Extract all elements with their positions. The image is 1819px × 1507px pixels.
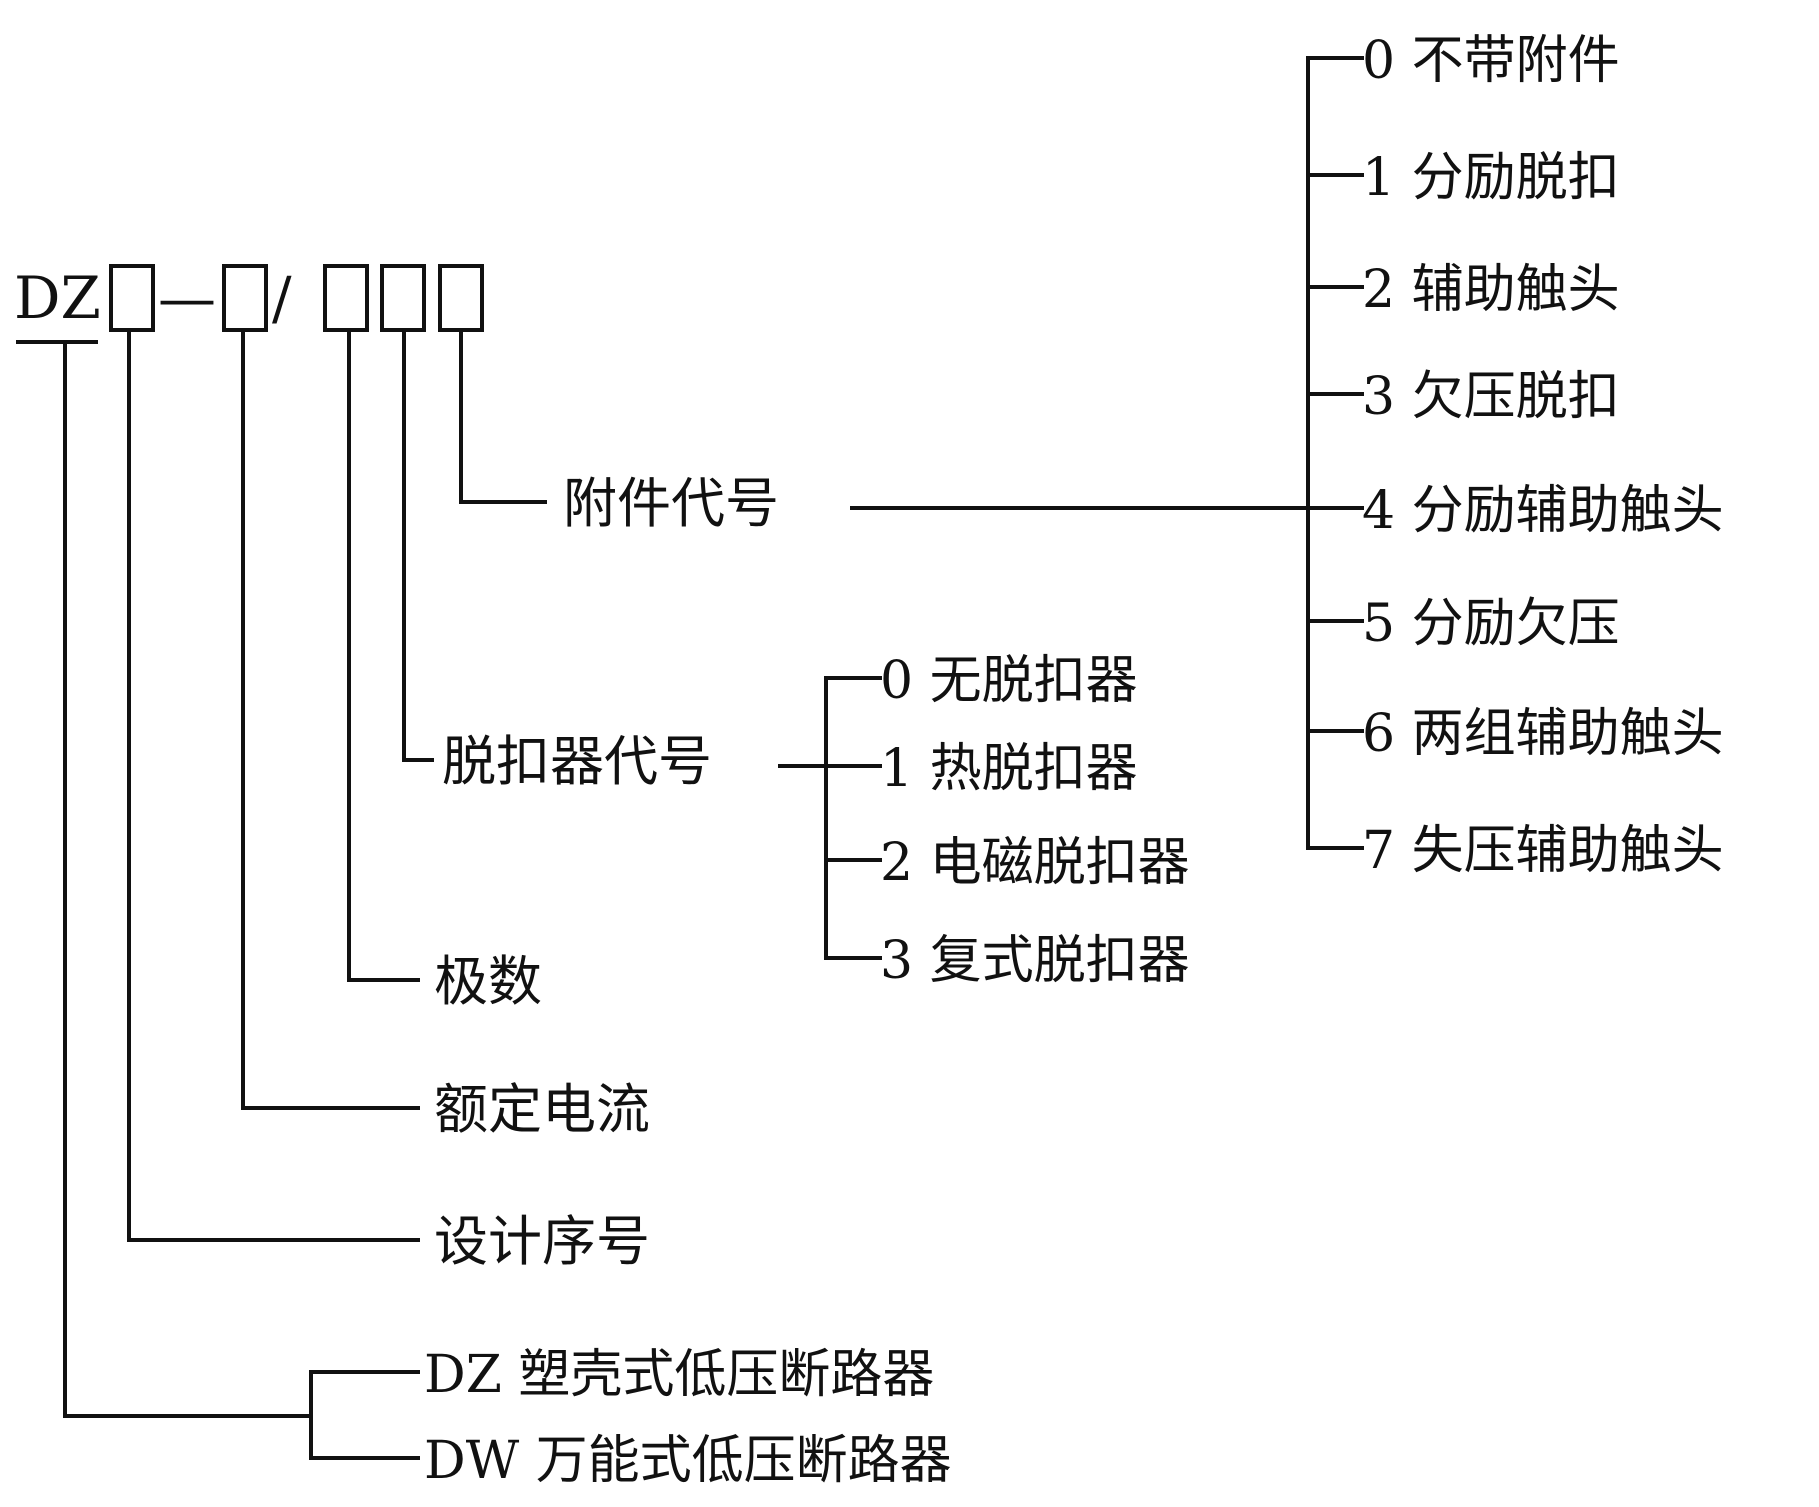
- connector-rated-current: [241, 330, 420, 1110]
- code-box-accessory: [438, 264, 484, 332]
- release-option-1: 1 热脱扣器: [880, 739, 1138, 799]
- accessory-option-3: 3 欠压脱扣: [1362, 367, 1620, 427]
- accessory-option-2: 2 辅助触头: [1362, 260, 1620, 320]
- code-dash: —: [158, 264, 216, 332]
- label-design-number: 设计序号: [434, 1210, 650, 1273]
- model-prefix: DZ: [14, 264, 101, 332]
- accessory-option-5: 5 分励欠压: [1362, 594, 1620, 654]
- label-release-code: 脱扣器代号: [442, 730, 712, 793]
- connector-poles: [347, 330, 420, 982]
- breaker-type-dz: DZ 塑壳式低压断路器: [424, 1345, 934, 1405]
- accessory-option-1: 1 分励脱扣: [1362, 148, 1620, 208]
- code-box-design: [109, 264, 155, 332]
- accessory-option-7: 7 失压辅助触头: [1362, 821, 1724, 881]
- accessory-option-0: 0 不带附件: [1362, 31, 1620, 91]
- release-option-3: 3 复式脱扣器: [880, 931, 1190, 991]
- connector-breaker-type: [63, 340, 313, 1418]
- label-rated-current: 额定电流: [434, 1078, 650, 1141]
- code-box-poles: [323, 264, 369, 332]
- code-box-current: [222, 264, 268, 332]
- label-poles: 极数: [434, 950, 542, 1013]
- accessory-option-6: 6 两组辅助触头: [1362, 704, 1724, 764]
- code-box-release: [380, 264, 426, 332]
- breaker-type-dw: DW 万能式低压断路器: [424, 1431, 952, 1491]
- connector-release: [402, 330, 434, 762]
- release-option-0: 0 无脱扣器: [880, 651, 1138, 711]
- code-slash: /: [272, 264, 292, 332]
- accessory-option-4: 4 分励辅助触头: [1362, 481, 1724, 541]
- label-accessory-code: 附件代号: [563, 472, 779, 535]
- release-option-2: 2 电磁脱扣器: [880, 833, 1190, 893]
- connector-design-number: [127, 330, 420, 1242]
- connector-accessory: [459, 330, 547, 504]
